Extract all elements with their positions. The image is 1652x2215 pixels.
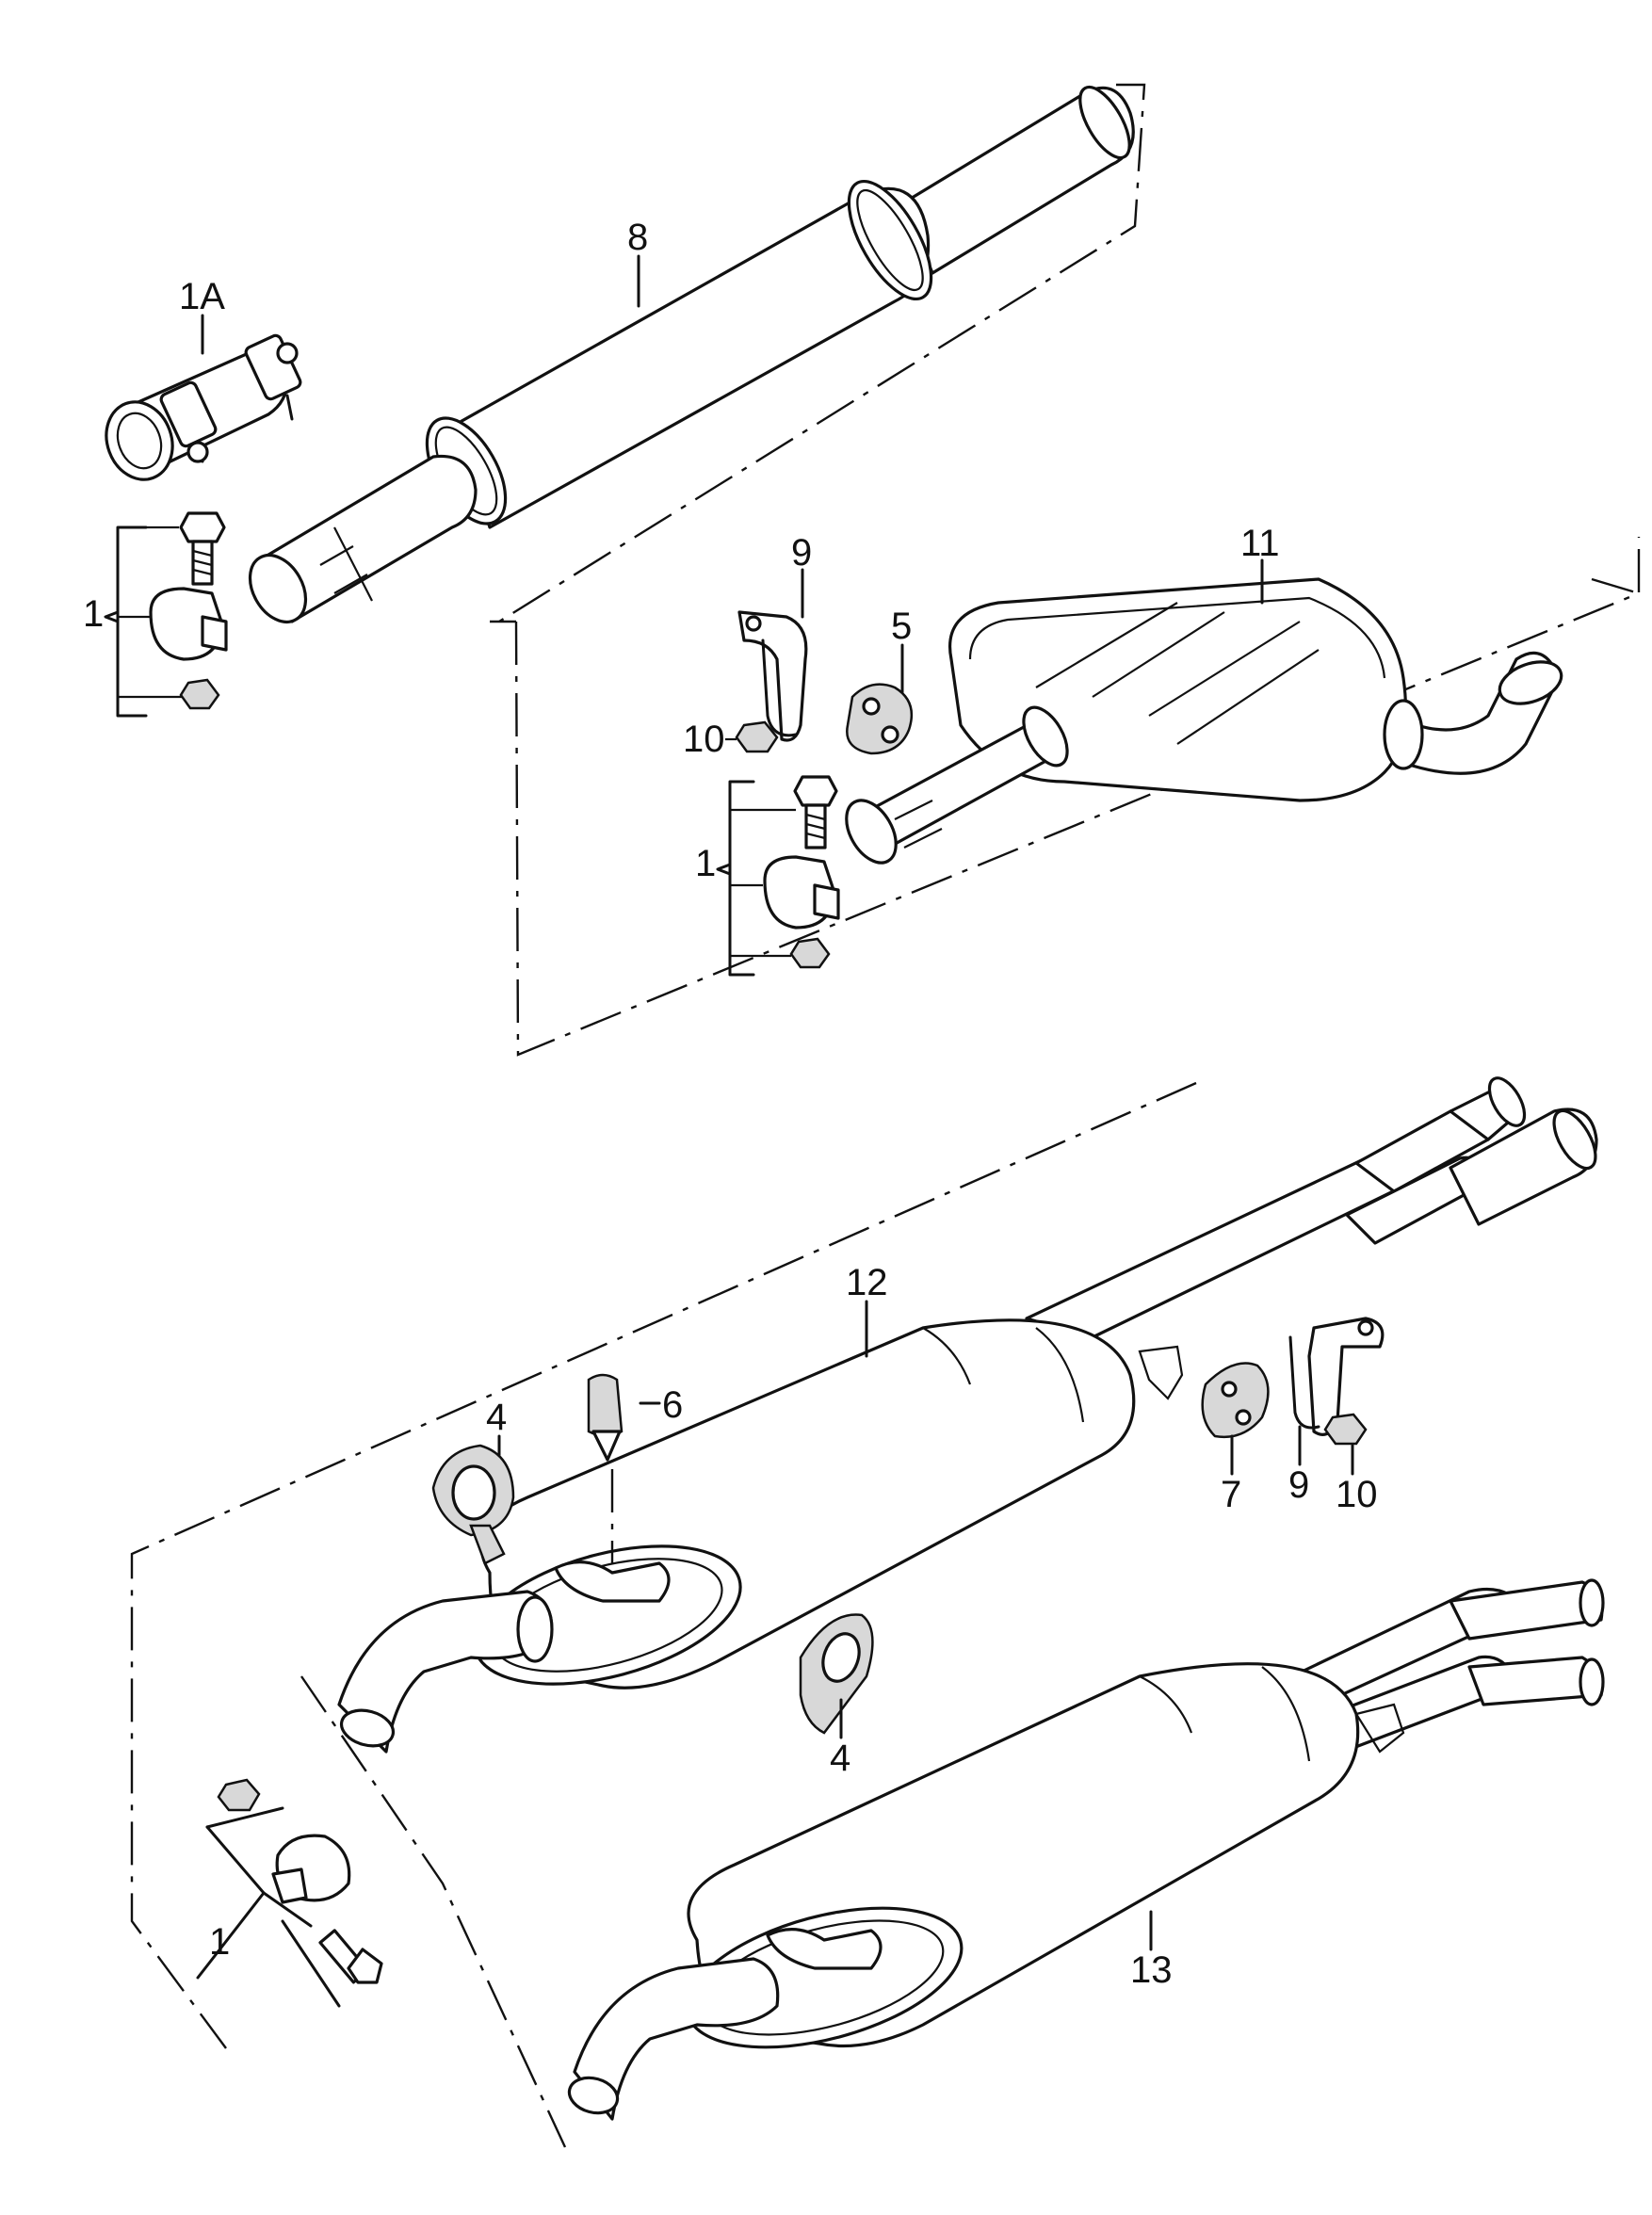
callout-1-top: 1 [83,593,104,635]
gasket-part-4-low [799,1613,874,1735]
callout-9-low: 9 [1288,1464,1309,1506]
clamp-set-part-1-top [104,511,228,718]
centre-silencer-part-11 [845,577,1563,865]
callout-7: 7 [1221,1474,1241,1515]
rubber-mount-part-5 [846,683,914,755]
nut-part-10-low [1323,1413,1368,1446]
rubber-mount-part-7 [1201,1362,1270,1439]
gasket-part-4-top [431,1444,515,1565]
callout-4-low: 4 [830,1738,850,1779]
leader-lines [201,254,1354,1951]
callout-8: 8 [627,217,648,258]
clamp-part-1a [105,333,302,481]
callout-6: 6 [662,1384,683,1426]
callout-labels: 1A 1 8 9 11 5 10 1 12 4 6 7 9 10 4 1 13 [83,217,1378,1991]
boundary-lines [130,83,1641,2148]
front-silencer-part-8 [248,85,1135,623]
clamp-set-part-1-mid [716,775,840,977]
rear-silencer-part-13 [567,1578,1605,2121]
callout-9-mid: 9 [791,532,812,574]
callout-12: 12 [846,1262,888,1303]
hanger-part-9-mid [737,610,808,742]
callout-1a: 1A [179,276,225,317]
callout-1-low: 1 [209,1921,230,1963]
callout-4-top: 4 [486,1397,507,1438]
callout-1-mid: 1 [695,843,716,884]
callout-10-low: 10 [1336,1474,1378,1515]
clamp-set-part-1-low [196,1778,383,2008]
callout-13: 13 [1130,1949,1173,1991]
callout-5: 5 [891,606,912,647]
damper-part-6 [587,1373,624,1462]
rear-silencer-part-12 [337,1076,1598,1754]
callout-11: 11 [1240,523,1280,564]
callout-10-mid: 10 [683,719,725,760]
hanger-part-9-low [1288,1317,1385,1436]
nut-part-10-mid [725,720,779,753]
